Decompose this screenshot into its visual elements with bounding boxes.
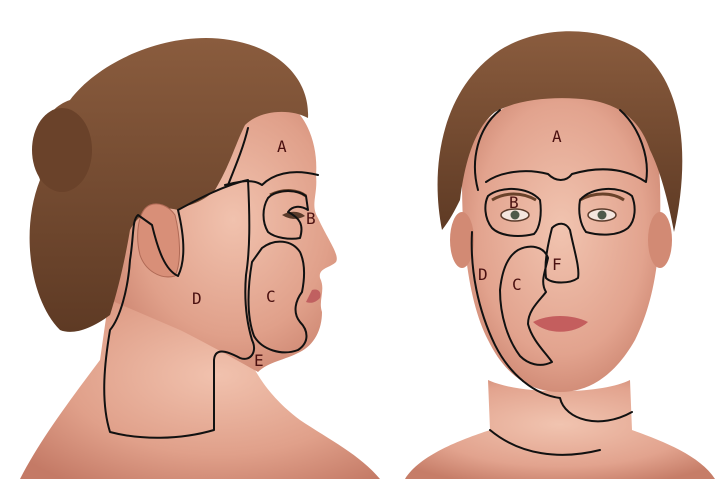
frontal-label-c: C <box>512 275 522 294</box>
frontal-ear-left <box>450 212 474 268</box>
frontal-label-b: B <box>509 193 519 212</box>
frontal-label-f: F <box>552 255 562 274</box>
profile-label-b: B <box>306 209 316 228</box>
frontal-label-d: D <box>478 265 488 284</box>
frontal-ear-right <box>648 212 672 268</box>
frontal-view: A B C D F <box>405 31 715 479</box>
profile-hair-bun <box>32 108 92 192</box>
profile-label-e: E <box>254 351 264 370</box>
profile-label-d: D <box>192 289 202 308</box>
frontal-neck-shoulder <box>405 380 715 479</box>
profile-label-a: A <box>277 137 287 156</box>
profile-label-c: C <box>266 287 276 306</box>
frontal-label-a: A <box>552 127 562 146</box>
frontal-iris-right <box>598 211 607 220</box>
profile-view: A B C D E <box>20 38 380 479</box>
